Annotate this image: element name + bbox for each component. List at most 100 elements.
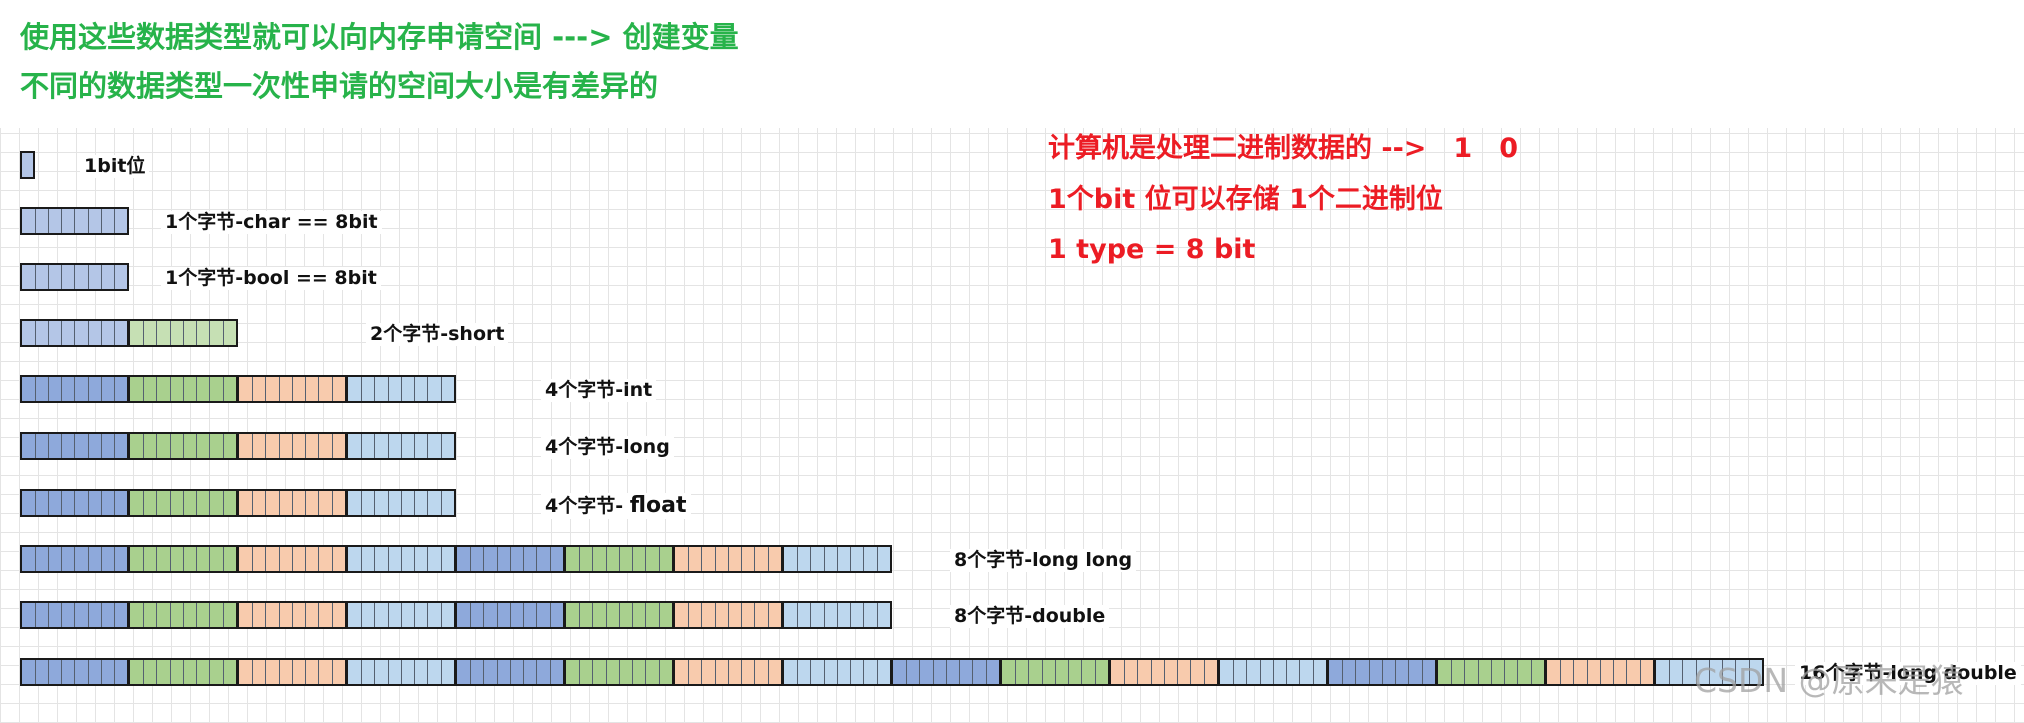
- bit-cell: [100, 377, 114, 401]
- bit-cell: [265, 491, 278, 515]
- bit-cell: [863, 603, 876, 627]
- bit-cell: [566, 547, 579, 571]
- bit-cell: [100, 660, 114, 684]
- row-long-double-bits: [20, 658, 1764, 686]
- bit-cell: [87, 209, 101, 233]
- byte-block: [1546, 658, 1655, 686]
- bit-cell: [1490, 660, 1504, 684]
- watermark: CSDN @原来是猿: [1694, 661, 1964, 700]
- bit-cell: [741, 603, 754, 627]
- bit-cell: [549, 603, 563, 627]
- bit-cell: [113, 660, 127, 684]
- bit-cell: [130, 377, 143, 401]
- bit-cell: [400, 491, 414, 515]
- bit-cell: [797, 660, 810, 684]
- bit-cell: [278, 491, 292, 515]
- byte-block: [129, 545, 238, 573]
- bit-cell: [374, 434, 387, 458]
- bit-cell: [130, 660, 143, 684]
- note-line-2: 1个bit 位可以存储 1个二进制位: [1048, 184, 1443, 215]
- bit-cell: [331, 547, 345, 571]
- bit-cell: [130, 491, 143, 515]
- byte-block: [238, 545, 347, 573]
- bit-cell: [74, 547, 87, 571]
- bit-cell: [688, 660, 701, 684]
- bit-cell: [348, 547, 361, 571]
- bit-cell: [797, 603, 810, 627]
- bit-cell: [100, 491, 114, 515]
- bit-cell: [1094, 660, 1108, 684]
- bit-cell: [536, 603, 549, 627]
- bit-cell: [1137, 660, 1150, 684]
- bit-cell: [1421, 660, 1435, 684]
- bit-cell: [113, 377, 127, 401]
- bit-cell: [1203, 660, 1217, 684]
- byte-block: [20, 545, 129, 573]
- bit-cell: [1381, 660, 1395, 684]
- bit-cell: [35, 547, 48, 571]
- bit-cell: [387, 547, 401, 571]
- bit-cell: [278, 547, 292, 571]
- byte-block: [238, 601, 347, 629]
- bit-cell: [985, 660, 999, 684]
- bit-cell: [876, 660, 890, 684]
- bit-cell: [1464, 660, 1477, 684]
- bit-cell: [767, 603, 781, 627]
- bit-cell: [35, 377, 48, 401]
- byte-block: [20, 489, 129, 517]
- bit-cell: [549, 660, 563, 684]
- row-label-text: 8个字节-double: [954, 605, 1106, 627]
- bit-cell: [1504, 660, 1517, 684]
- bit-cell: [1286, 660, 1299, 684]
- bit-cell: [196, 547, 209, 571]
- bit-cell: [113, 491, 127, 515]
- bit-cell: [618, 547, 632, 571]
- bit-cell: [1299, 660, 1312, 684]
- bit-cell: [348, 660, 361, 684]
- bit-cell: [701, 547, 714, 571]
- bit-cell: [35, 491, 48, 515]
- bit-cell: [1669, 660, 1682, 684]
- bit-cell: [252, 491, 265, 515]
- bit-cell: [1068, 660, 1081, 684]
- bit-cell: [427, 603, 440, 627]
- bit-cell: [658, 603, 672, 627]
- bit-cell: [222, 377, 236, 401]
- bit-cell: [209, 491, 222, 515]
- byte-block: [347, 375, 456, 403]
- bit-cell: [87, 434, 101, 458]
- bit-cell: [35, 209, 48, 233]
- bit-cell: [291, 547, 305, 571]
- bit-cell: [265, 603, 278, 627]
- bit-cell: [1220, 660, 1233, 684]
- bit-cell: [239, 603, 252, 627]
- bit-cell: [592, 660, 605, 684]
- bit-cell: [414, 660, 427, 684]
- bit-cell: [414, 377, 427, 401]
- row-bit-bits: [20, 151, 35, 179]
- row-label-text: 16个字节-long double: [1799, 662, 2017, 684]
- bit-cell: [1639, 660, 1653, 684]
- bit-cell: [784, 660, 797, 684]
- row-label-text: 4个字节-int: [545, 379, 653, 401]
- bit-cell: [361, 603, 374, 627]
- byte-block: [347, 432, 456, 460]
- bit-cell: [318, 377, 331, 401]
- bit-cell: [156, 321, 169, 345]
- bit-cell: [278, 377, 292, 401]
- bit-cell: [618, 660, 632, 684]
- byte-block: [238, 432, 347, 460]
- bit-cell: [87, 491, 101, 515]
- bit-cell: [61, 321, 74, 345]
- bit-cell: [61, 547, 74, 571]
- bit-cell: [1054, 660, 1068, 684]
- bit-cell: [318, 660, 331, 684]
- bit-cell: [1342, 660, 1355, 684]
- bit-cell: [1124, 660, 1137, 684]
- bit-cell: [361, 377, 374, 401]
- bit-cell: [592, 603, 605, 627]
- bit-cell: [222, 660, 236, 684]
- bit-cell: [22, 321, 35, 345]
- bit-cell: [61, 434, 74, 458]
- row-double-bits: [20, 601, 892, 629]
